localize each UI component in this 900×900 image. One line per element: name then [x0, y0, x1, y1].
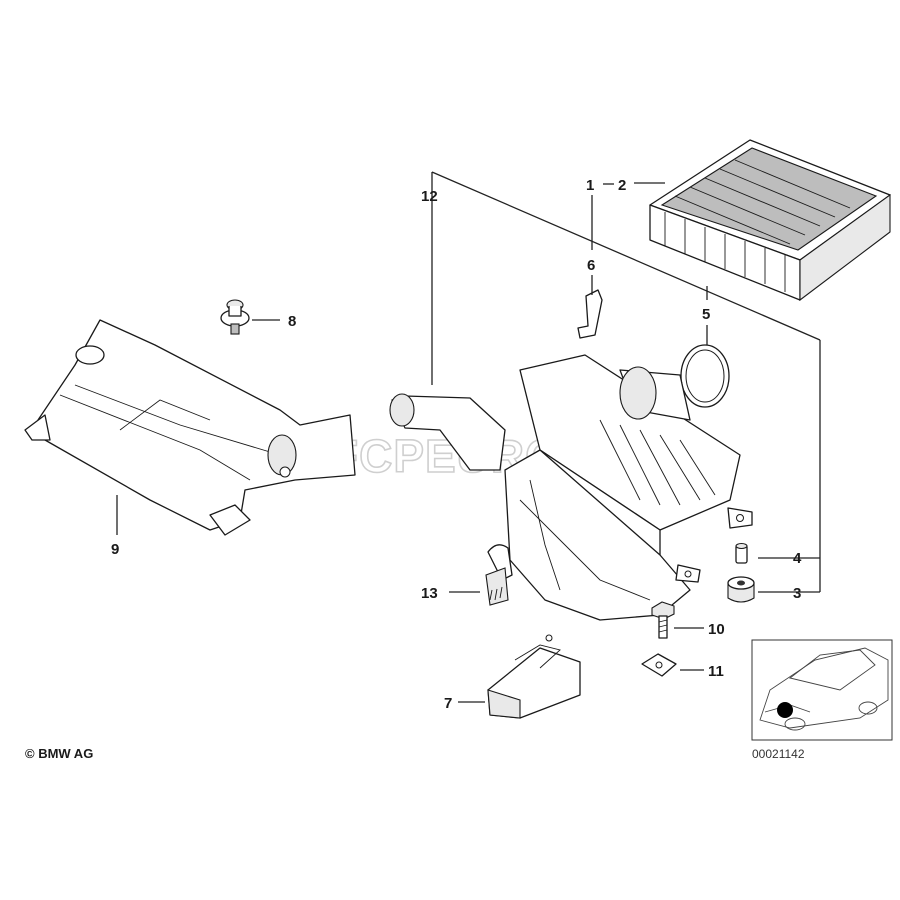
- hex-bolt[interactable]: [651, 601, 675, 639]
- clip-nut[interactable]: [641, 653, 677, 677]
- callout-9[interactable]: 9: [111, 541, 119, 558]
- spacer-sleeve[interactable]: [735, 542, 748, 564]
- callout-4[interactable]: 4: [793, 550, 802, 567]
- copyright-text: © BMW AG: [25, 746, 93, 761]
- leader-lines: [116, 171, 821, 703]
- callout-6[interactable]: 6: [587, 257, 595, 274]
- callout-13[interactable]: 13: [421, 585, 438, 602]
- callout-7[interactable]: 7: [444, 695, 452, 712]
- callout-5[interactable]: 5: [702, 306, 710, 323]
- intake-silencer-housing[interactable]: [389, 354, 753, 621]
- callout-labels: 1 2 3 4 5 6 7 8 9 10 11 12 13: [111, 177, 802, 712]
- callout-3[interactable]: 3: [793, 585, 801, 602]
- air-intake-duct[interactable]: [24, 319, 356, 536]
- location-marker-icon: [777, 702, 793, 718]
- vehicle-location-inset: [751, 639, 893, 741]
- clip-bracket[interactable]: [577, 289, 603, 339]
- callout-10[interactable]: 10: [708, 621, 725, 638]
- sensor-clip[interactable]: [485, 544, 513, 606]
- callout-1[interactable]: 1: [586, 177, 594, 194]
- callout-11[interactable]: 11: [708, 663, 724, 680]
- expanding-rivet[interactable]: [220, 299, 250, 335]
- callout-12[interactable]: 12: [421, 188, 438, 205]
- rubber-mount[interactable]: [727, 576, 755, 603]
- callout-8[interactable]: 8: [288, 313, 296, 330]
- callout-2[interactable]: 2: [618, 177, 626, 194]
- gasket-ring[interactable]: [680, 344, 730, 408]
- air-filter-element[interactable]: [649, 139, 891, 302]
- reference-number: 00021142: [752, 747, 805, 761]
- mounting-bracket[interactable]: [487, 634, 581, 719]
